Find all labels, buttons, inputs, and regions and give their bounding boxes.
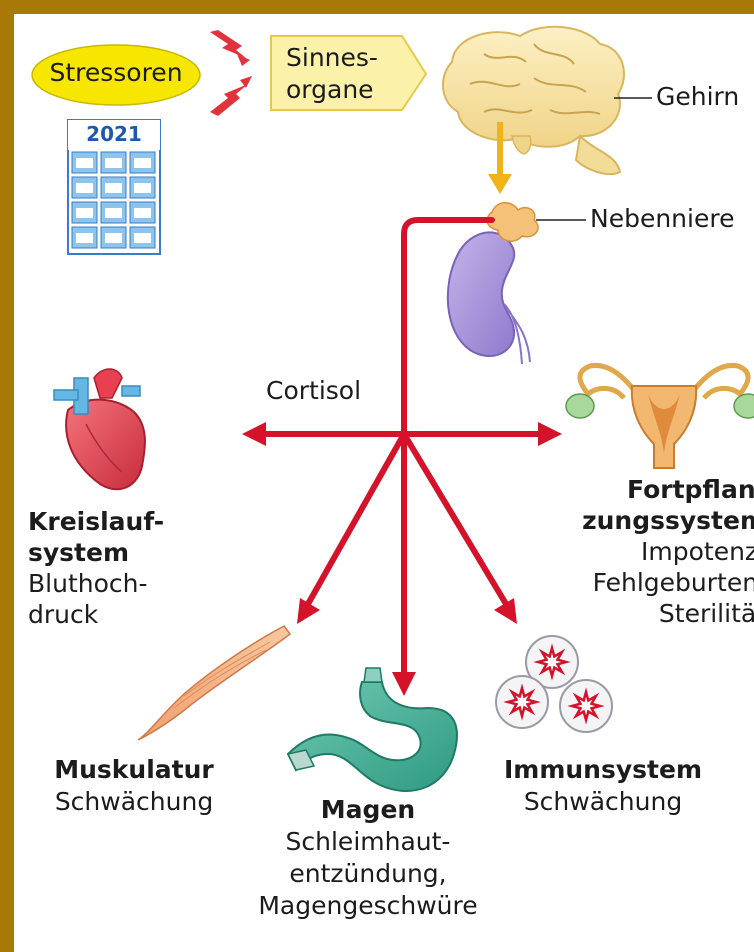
organ-title: zungssystem [514,505,754,536]
brain-label: Gehirn [656,82,739,112]
calendar-cell-inner [105,158,122,168]
senses-label-line2: organe [286,74,378,106]
diagram-panel: Stressoren 2021 Sinnes- organe Gehirn Ne… [14,14,754,952]
calendar-cell-inner [134,208,151,218]
immune-cell-core [572,692,600,720]
immune-cells-icon [496,636,612,732]
calendar-cell-inner [76,208,93,218]
stomach-icon [288,668,457,791]
senses-label-line1: Sinnes- [286,42,378,74]
calendar-cell-inner [105,233,122,243]
organ-effect: Impotenz, [514,536,754,567]
organ-effect: entzündung, [250,858,486,890]
organ-effect: Fehlgeburten, [514,567,754,598]
senses-label: Sinnes- organe [286,42,378,106]
calendar-cell-inner [134,183,151,193]
organ-effect: Sterilität [514,598,754,629]
calendar-cell-inner [76,233,93,243]
organ-effect: Schleimhaut- [250,826,486,858]
organ-effect: druck [28,599,164,630]
stressors-label: Stressoren [32,58,200,88]
calendar-cell-inner [76,183,93,193]
calendar-cell-inner [76,158,93,168]
organ-title: Fortpflan- [514,474,754,505]
organ-title: Kreislauf- [28,506,164,537]
calendar-cell-inner [134,233,151,243]
immune-cell-core [508,688,536,716]
brain-icon [443,27,624,174]
organ-effect: Schwächung [488,786,718,818]
organ-title: Immunsystem [488,754,718,786]
organ-block-fortpflanzung: Fortpflan- zungssystem Impotenz, Fehlgeb… [514,474,754,629]
calendar-cell-inner [105,208,122,218]
organ-effect: Bluthoch- [28,568,164,599]
organ-title: Magen [250,794,486,826]
organ-block-muskulatur: Muskulatur Schwächung [36,754,232,818]
lightning-icon [210,30,252,116]
reproductive-system-icon [566,365,754,468]
cortisol-label: Cortisol [266,376,361,406]
calendar-cell-inner [134,158,151,168]
organ-title: Muskulatur [36,754,232,786]
immune-cell-core [538,648,566,676]
organ-title: system [28,537,164,568]
heart-icon [54,369,145,489]
muscle-icon [138,626,290,740]
organ-block-magen: Magen Schleimhaut- entzündung, Magengesc… [250,794,486,922]
calendar-year: 2021 [68,122,160,146]
adrenal-label: Nebenniere [590,204,734,234]
calendar-cell-inner [105,183,122,193]
organ-effect: Magengeschwüre [250,890,486,922]
kidney-icon [448,232,530,364]
organ-block-kreislauf: Kreislauf- system Bluthoch- druck [28,506,164,630]
organ-effect: Schwächung [36,786,232,818]
organ-block-immunsystem: Immunsystem Schwächung [488,754,718,818]
